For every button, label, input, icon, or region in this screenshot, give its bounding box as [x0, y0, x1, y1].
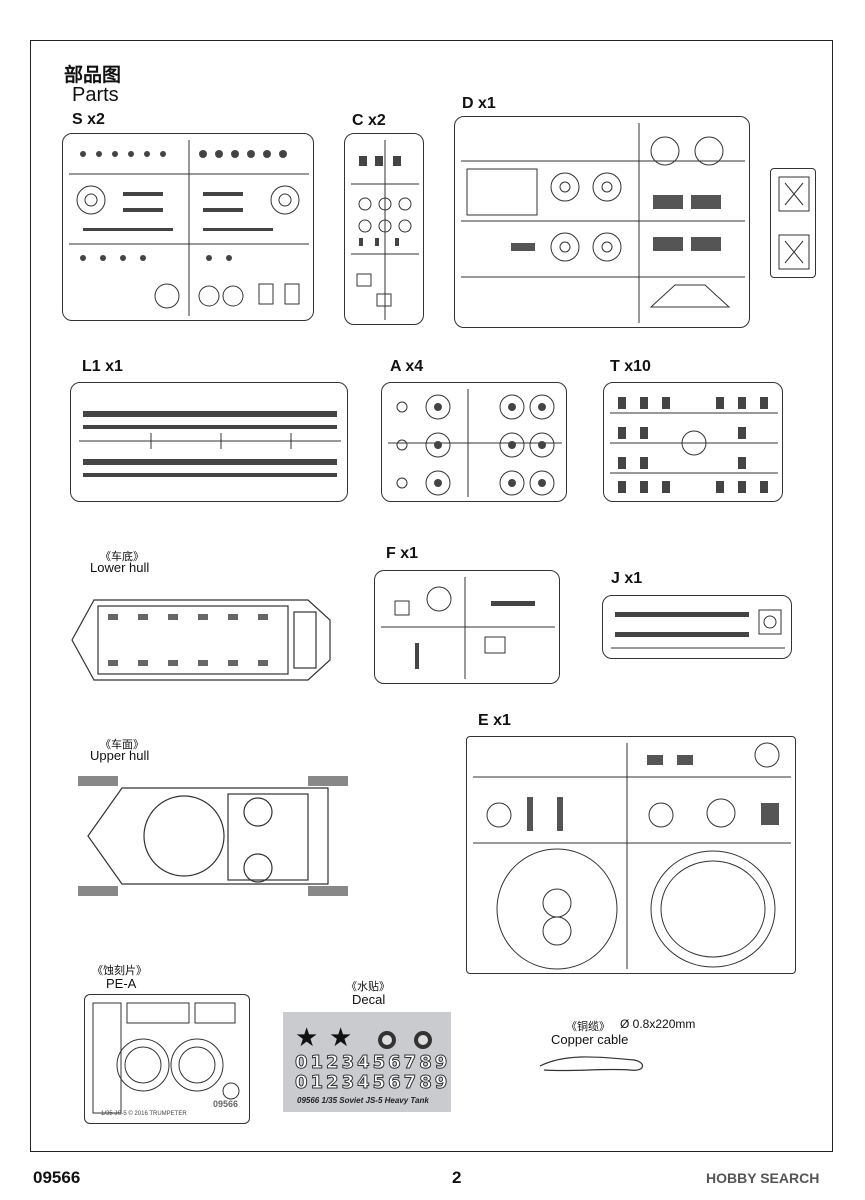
sprue-s — [62, 133, 314, 321]
sprue-e-drawing — [473, 742, 791, 970]
watermark-text: HOBBY SEARCH — [706, 1170, 820, 1186]
sprue-d — [454, 116, 750, 328]
decal-star-icon: ★ — [295, 1022, 319, 1052]
sprue-j — [602, 595, 792, 659]
page-title-en: Parts — [72, 84, 119, 106]
sprue-f-drawing — [381, 577, 555, 679]
decal-label-cn: 《水贴》 — [346, 981, 390, 993]
sprue-c — [344, 133, 424, 325]
sprue-e-label: E x1 — [478, 712, 511, 729]
decal-sheet: ★ ★ 0123456789 0123456789 09566 1/35 Sov… — [283, 1012, 451, 1112]
sprue-s-label: S x2 — [72, 111, 105, 128]
sprue-d-drawing — [461, 123, 745, 323]
sprue-l1-drawing — [79, 411, 341, 477]
sprue-a-label: A x4 — [390, 358, 424, 375]
footer-page-number: 2 — [452, 1168, 462, 1187]
pe-label-cn: 《蚀刻片》 — [92, 965, 147, 977]
decal-digits-row-2: 0123456789 — [294, 1072, 451, 1094]
copper-label-cn: 《铜缆》 — [566, 1021, 610, 1033]
sprue-l1-label: L1 x1 — [82, 358, 123, 375]
page-frame — [30, 40, 833, 1152]
decal-star-icon: ★ — [329, 1022, 353, 1052]
sprue-j-drawing — [611, 609, 785, 649]
lower-hull-drawing — [71, 599, 331, 681]
sprue-c-label: C x2 — [352, 112, 386, 129]
upper-hull-drawing — [78, 776, 348, 896]
sprue-t-drawing — [610, 397, 778, 493]
sprue-d-label: D x1 — [462, 95, 496, 112]
decal-caption: 09566 1/35 Soviet JS-5 Heavy Tank — [297, 1096, 429, 1105]
decal-label-en: Decal — [352, 992, 386, 1007]
sprue-l1 — [70, 382, 348, 502]
pe-label-en: PE-A — [106, 976, 137, 991]
sprue-e — [466, 736, 796, 974]
decal-emblems — [378, 1031, 432, 1049]
upper-hull-label-cn: 《车面》 — [100, 739, 144, 751]
sprue-a-drawing — [388, 389, 562, 497]
page-title-cn: 部品图 — [64, 65, 122, 86]
upper-hull-label-en: Upper hull — [90, 748, 150, 763]
decal-digits-row-1: 0123456789 — [294, 1052, 451, 1074]
copper-cable-drawing — [539, 1056, 644, 1072]
copper-spec: Ø 0.8x220mm — [620, 1017, 696, 1031]
pe-plate-code: 09566 — [213, 1099, 239, 1109]
sprue-d-extension — [770, 168, 816, 278]
sprue-d-extension-drawing — [778, 176, 810, 270]
sprue-j-label: J x1 — [611, 570, 643, 587]
pe-fret-drawing — [92, 1002, 240, 1114]
sprue-t-label: T x10 — [610, 358, 651, 375]
pe-fret: 1/35 JS-5 © 2016 TRUMPETER 09566 — [84, 994, 250, 1124]
sprue-a — [381, 382, 567, 502]
pe-plate-text: 1/35 JS-5 © 2016 TRUMPETER — [101, 1111, 187, 1117]
lower-hull-label-en: Lower hull — [90, 560, 150, 575]
sprue-f — [374, 570, 560, 684]
sprue-f-label: F x1 — [386, 545, 419, 562]
copper-label-en: Copper cable — [551, 1032, 629, 1047]
sprue-t — [603, 382, 783, 502]
sprue-c-drawing — [351, 140, 419, 320]
footer-kit-code: 09566 — [33, 1168, 81, 1187]
lower-hull-label-cn: 《车底》 — [100, 551, 144, 563]
sprue-s-drawing — [69, 140, 309, 316]
